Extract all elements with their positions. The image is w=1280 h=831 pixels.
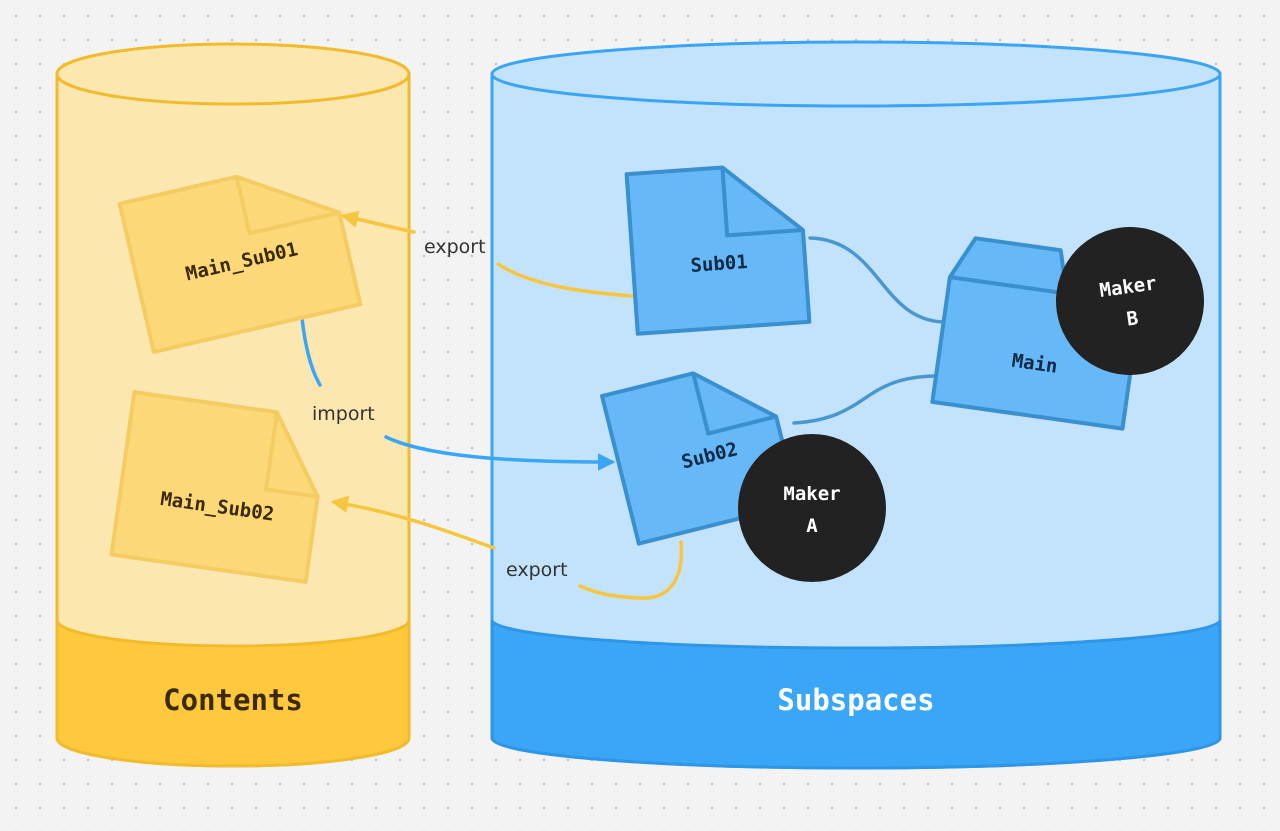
- document-main-sub02[interactable]: Main_Sub02: [109, 390, 329, 584]
- subspaces-top: [490, 40, 1222, 108]
- contents-band: [55, 619, 411, 768]
- export-arrow-top: [340, 210, 416, 234]
- document-fold-icon: [691, 372, 777, 436]
- maker-b-label-line2: B: [1125, 307, 1139, 330]
- maker-a-label-line1: Maker: [783, 483, 840, 505]
- export-label-top: export: [424, 236, 486, 258]
- contents-top: [55, 42, 411, 106]
- document-fold-icon: [264, 411, 318, 499]
- subspaces-band: [490, 619, 1222, 770]
- document-label: Sub01: [690, 251, 749, 277]
- document-icon: [109, 390, 320, 584]
- document-main-sub01[interactable]: Main_Sub01: [117, 156, 363, 354]
- import-arrow: [384, 435, 616, 471]
- import-label: import: [312, 403, 375, 425]
- sub01-main-connector: [808, 236, 946, 324]
- sub02-main-connector: [792, 374, 936, 425]
- document-fold-icon: [720, 167, 804, 238]
- export-label-bottom: export: [506, 559, 568, 581]
- maker-a[interactable]: Maker A: [738, 434, 886, 582]
- maker-b[interactable]: Maker B: [1046, 217, 1213, 384]
- document-icon: [624, 165, 812, 336]
- subspaces-label: Subspaces: [777, 683, 934, 717]
- folder-tab-icon: [949, 275, 1068, 296]
- document-sub01[interactable]: Sub01: [624, 162, 812, 336]
- export-connector-bottom: [578, 540, 684, 600]
- maker-a-label-line2: A: [806, 515, 818, 537]
- export-connector-top: [496, 262, 634, 298]
- maker-a-circle: [738, 434, 886, 582]
- maker-b-circle: [1056, 227, 1204, 375]
- document-fold-icon: [234, 176, 340, 236]
- contents-label: Contents: [163, 683, 303, 717]
- export-arrow-bottom: [330, 495, 496, 550]
- import-connector: [300, 316, 322, 387]
